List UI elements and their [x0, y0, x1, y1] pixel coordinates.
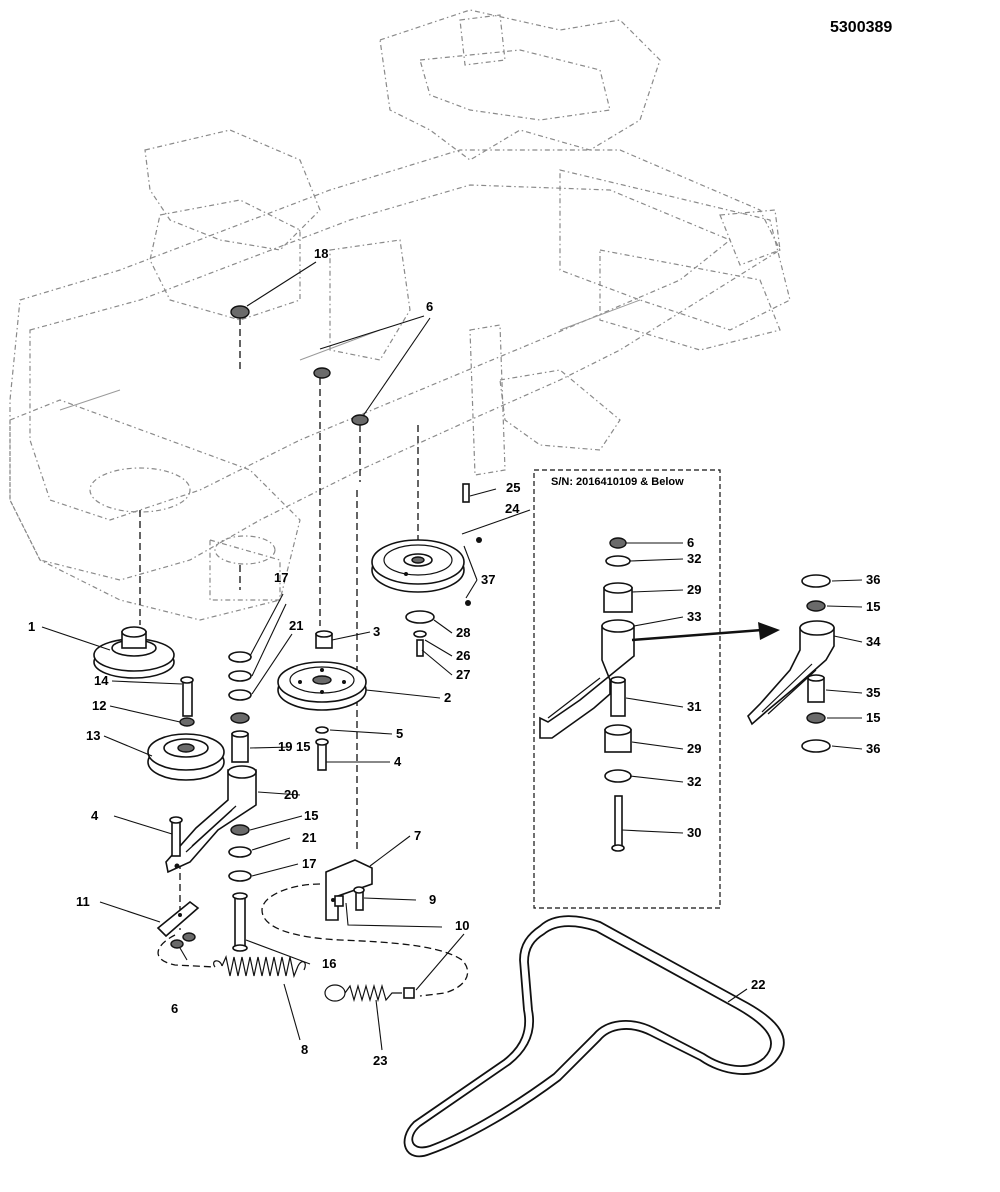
callout-15b: 15	[304, 808, 318, 823]
callout-30: 30	[687, 825, 701, 840]
serial-range-inset: S/N: 2016410109 & Below	[533, 469, 721, 909]
drive-belt	[403, 915, 785, 1158]
frame-nut-18	[230, 305, 250, 319]
callout-32b: 32	[687, 774, 701, 789]
callout-18: 18	[314, 246, 328, 261]
upper-drive-pulley	[371, 539, 465, 593]
pulley-screw-37b	[465, 600, 471, 606]
arm-bolt-4	[169, 816, 183, 857]
nut-6b	[182, 932, 196, 942]
new-idler-arm	[747, 574, 835, 753]
callout-27: 27	[456, 667, 470, 682]
callout-26: 26	[456, 648, 470, 663]
callout-35: 35	[866, 685, 880, 700]
callout-11: 11	[76, 894, 90, 909]
callout-15a: 15	[296, 739, 310, 754]
callout-28: 28	[456, 625, 470, 640]
washer-5	[315, 726, 329, 734]
callout-5: 5	[396, 726, 403, 741]
spring-anchor-plate	[156, 900, 200, 938]
callout-33: 33	[687, 609, 701, 624]
callout-1: 1	[28, 619, 35, 634]
callout-2: 2	[444, 690, 451, 705]
diagram-number: 5300389	[830, 19, 892, 36]
leader-lines	[41, 261, 863, 1051]
idler-arm	[165, 765, 257, 874]
frame-nut-6b	[351, 414, 369, 426]
callout-4b: 4	[91, 808, 99, 823]
adjuster-nut-10a	[334, 895, 344, 907]
callout-21a: 21	[289, 618, 303, 633]
lock-washer-26	[413, 630, 427, 638]
callout-6c: 6	[687, 535, 694, 550]
adjuster-nut-10b	[403, 987, 415, 999]
pulley-screw-37a	[476, 537, 482, 543]
callout-3: 3	[373, 624, 380, 639]
callout-8: 8	[301, 1042, 308, 1057]
spring-bracket	[325, 859, 373, 921]
flat-idler-pulley	[147, 733, 225, 781]
idler-spring	[213, 955, 306, 979]
callout-21b: 21	[302, 830, 316, 845]
callout-15d: 15	[866, 710, 880, 725]
eye-bolt	[324, 983, 402, 1003]
washer-21b	[228, 846, 252, 858]
callout-29a: 29	[687, 582, 701, 597]
inset-idler-arm	[539, 537, 635, 852]
callout-23: 23	[373, 1053, 387, 1068]
callout-15c: 15	[866, 599, 880, 614]
washer-17b	[228, 870, 252, 882]
washer-12	[179, 717, 195, 727]
drive-pulley	[93, 626, 175, 679]
callout-34: 34	[866, 634, 881, 649]
callout-12: 12	[92, 698, 106, 713]
assembly-center-lines	[139, 318, 469, 997]
inset-caption: S/N: 2016410109 & Below	[551, 476, 684, 488]
callout-37: 37	[481, 572, 495, 587]
pulley-bolt-4	[315, 738, 329, 771]
callout-10: 10	[455, 918, 469, 933]
callout-25: 25	[506, 480, 520, 495]
pivot-bolt-16	[232, 892, 248, 952]
callout-6a: 6	[426, 299, 433, 314]
callout-17a: 17	[274, 570, 288, 585]
callout-36b: 36	[866, 741, 880, 756]
callout-36a: 36	[866, 572, 880, 587]
callout-20: 20	[284, 787, 298, 802]
washer-28	[405, 610, 435, 624]
pulley-key	[462, 483, 470, 503]
callout-4a: 4	[394, 754, 402, 769]
callout-17b: 17	[302, 856, 316, 871]
callout-9: 9	[429, 892, 436, 907]
nut-6a	[170, 939, 184, 949]
pulley-spacer	[315, 630, 333, 649]
callout-24: 24	[505, 501, 520, 516]
idler-arm-stack	[228, 651, 252, 763]
replacement-arrow	[631, 622, 780, 642]
callout-14: 14	[94, 673, 109, 688]
mower-frame-outline	[9, 9, 791, 621]
callout-31: 31	[687, 699, 701, 714]
bushing-15b	[230, 824, 250, 836]
callout-22: 22	[751, 977, 765, 992]
callout-13: 13	[86, 728, 100, 743]
callout-16: 16	[322, 956, 336, 971]
callout-19: 19	[278, 739, 292, 754]
callout-7: 7	[414, 828, 421, 843]
pulley-bolt-27	[416, 639, 424, 657]
callout-labels: 5300389 1 2 3 4 4 5 6 6 6 7 8 9 10 11 12…	[28, 19, 892, 1068]
callout-6b: 6	[171, 1001, 178, 1016]
callout-32a: 32	[687, 551, 701, 566]
idler-bolt	[180, 676, 194, 717]
bracket-bolt-9	[353, 886, 365, 911]
v-idler-pulley	[277, 661, 367, 711]
callout-29b: 29	[687, 741, 701, 756]
frame-nut-6a	[313, 367, 331, 379]
